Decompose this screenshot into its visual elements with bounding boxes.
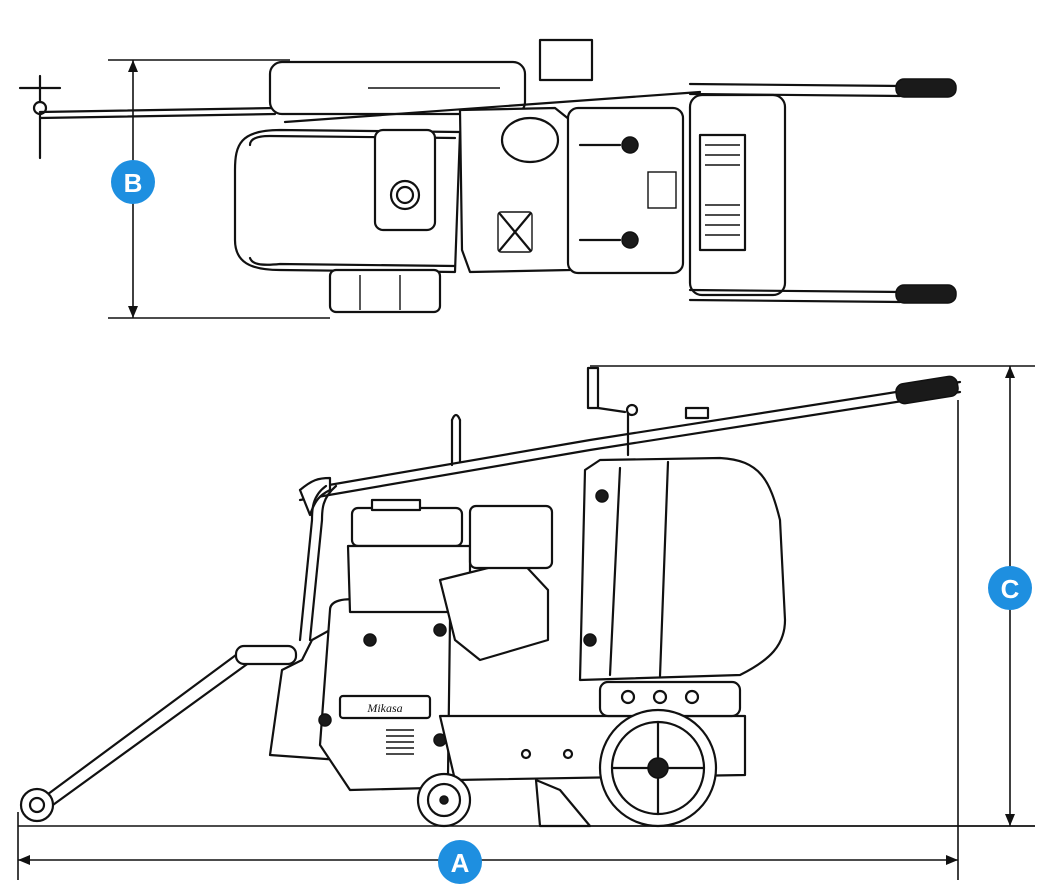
no-hands-warning-icon	[497, 211, 533, 253]
top-handlebars	[688, 78, 957, 304]
side-guard-vents	[386, 729, 414, 755]
side-blade-guard: Mikasa	[268, 598, 452, 792]
badge-c: C	[988, 566, 1032, 610]
side-water-tank	[578, 456, 787, 682]
side-front-wheel	[416, 772, 472, 828]
side-depth-crank	[586, 366, 710, 457]
side-rear-wheel	[598, 708, 718, 828]
badge-a: A	[438, 840, 482, 884]
brand-plate-label: Mikasa	[366, 701, 402, 715]
side-view: Mikasa	[17, 365, 1035, 880]
badge-c-label: C	[1001, 574, 1020, 604]
top-control-panel	[566, 106, 685, 275]
top-grille	[705, 144, 740, 236]
top-view	[18, 38, 957, 319]
badge-a-label: A	[451, 848, 470, 878]
dimension-a-lines	[17, 400, 959, 880]
badge-b-label: B	[124, 168, 143, 198]
side-engine	[346, 498, 554, 662]
top-pointer-rod	[18, 74, 277, 160]
badge-b: B	[111, 160, 155, 204]
side-pointer-arm	[19, 644, 298, 823]
side-handlebar	[298, 375, 962, 517]
